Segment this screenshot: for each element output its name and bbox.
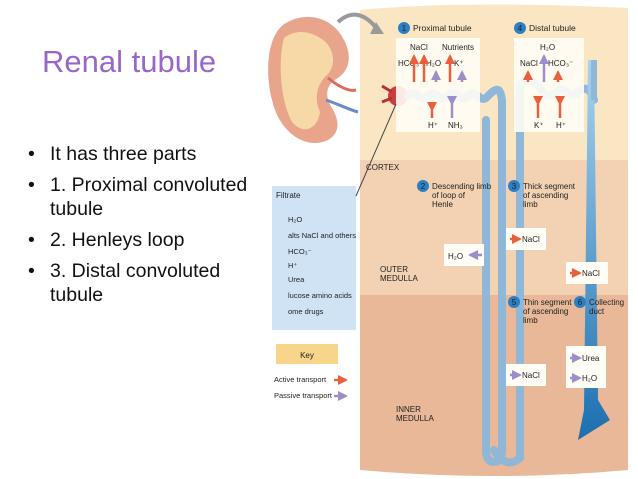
step-6-badge bbox=[574, 296, 586, 308]
svg-text:HCO₃⁻: HCO₃⁻ bbox=[288, 247, 312, 256]
cortex-label: CORTEX bbox=[366, 163, 400, 172]
collecting-duct bbox=[578, 60, 610, 440]
bullet-item: 2. Henleys loop bbox=[24, 228, 256, 252]
svg-text:Henle: Henle bbox=[432, 200, 453, 209]
svg-text:NH₃: NH₃ bbox=[448, 121, 463, 130]
bullet-item: 1. Proximal convoluted tubule bbox=[24, 173, 256, 221]
svg-text:H₂O: H₂O bbox=[448, 252, 463, 261]
svg-text:2: 2 bbox=[421, 182, 426, 191]
svg-text:MEDULLA: MEDULLA bbox=[396, 414, 434, 423]
step-4-badge bbox=[514, 22, 526, 34]
filtrate-box bbox=[272, 186, 356, 330]
svg-text:MEDULLA: MEDULLA bbox=[380, 274, 418, 283]
svg-text:Passive transport: Passive transport bbox=[274, 391, 333, 400]
svg-text:5: 5 bbox=[512, 298, 517, 307]
svg-text:H₂O: H₂O bbox=[426, 59, 441, 68]
svg-text:Thick segment: Thick segment bbox=[523, 182, 576, 191]
svg-text:INNER: INNER bbox=[396, 405, 421, 414]
thin-segment-box bbox=[506, 364, 546, 386]
svg-text:NaCl: NaCl bbox=[520, 59, 538, 68]
step-1-badge bbox=[398, 22, 410, 34]
bullet-item: 3. Distal convoluted tubule bbox=[24, 259, 256, 307]
step-3-badge bbox=[508, 180, 520, 192]
svg-text:Key: Key bbox=[300, 351, 314, 360]
svg-text:lucose amino acids: lucose amino acids bbox=[288, 291, 352, 300]
svg-text:limb: limb bbox=[523, 200, 538, 209]
bullet-list: It has three parts 1. Proximal convolute… bbox=[24, 142, 256, 314]
svg-text:H₂O: H₂O bbox=[582, 374, 597, 383]
svg-text:H⁺: H⁺ bbox=[556, 121, 566, 130]
svg-text:Urea: Urea bbox=[582, 354, 600, 363]
svg-text:duct: duct bbox=[589, 307, 605, 316]
svg-text:Nutrients: Nutrients bbox=[442, 43, 474, 52]
svg-text:3: 3 bbox=[512, 182, 517, 191]
svg-text:HCO₃⁻: HCO₃⁻ bbox=[398, 59, 423, 68]
svg-text:Filtrate: Filtrate bbox=[276, 191, 301, 200]
step-5-badge bbox=[508, 296, 520, 308]
svg-text:K⁺: K⁺ bbox=[454, 59, 464, 68]
svg-text:Proximal tubule: Proximal tubule bbox=[413, 23, 472, 33]
svg-text:Urea: Urea bbox=[288, 275, 305, 284]
svg-text:1: 1 bbox=[402, 24, 407, 33]
svg-text:of ascending: of ascending bbox=[523, 191, 568, 200]
svg-text:NaCl: NaCl bbox=[522, 371, 540, 380]
svg-text:Active transport: Active transport bbox=[274, 375, 327, 384]
bullet-item: It has three parts bbox=[24, 142, 256, 166]
svg-text:ome drugs: ome drugs bbox=[288, 307, 324, 316]
svg-text:H⁺: H⁺ bbox=[288, 261, 297, 270]
renal-tubule-diagram: 1 Proximal tubule NaCl Nutrients HCO₃⁻ H… bbox=[268, 4, 628, 476]
step-2-badge bbox=[417, 180, 429, 192]
svg-text:Collecting: Collecting bbox=[589, 298, 624, 307]
svg-text:H₂O: H₂O bbox=[288, 215, 302, 224]
svg-text:6: 6 bbox=[578, 298, 583, 307]
svg-text:K⁺: K⁺ bbox=[534, 121, 544, 130]
svg-text:Descending limb: Descending limb bbox=[432, 182, 492, 191]
svg-text:Distal tubule: Distal tubule bbox=[529, 23, 576, 33]
svg-text:NaCl: NaCl bbox=[410, 43, 428, 52]
descending-limb-box bbox=[444, 244, 484, 266]
proximal-tubule-box bbox=[396, 38, 480, 132]
svg-text:alts NaCl and others: alts NaCl and others bbox=[288, 231, 356, 240]
svg-text:limb: limb bbox=[523, 316, 538, 325]
key-box bbox=[276, 344, 338, 364]
svg-text:NaCl: NaCl bbox=[522, 235, 540, 244]
distal-tubule-box bbox=[514, 38, 584, 132]
svg-text:4: 4 bbox=[518, 24, 523, 33]
svg-text:H₂O: H₂O bbox=[540, 43, 555, 52]
thick-segment-box bbox=[506, 228, 546, 250]
svg-text:OUTER: OUTER bbox=[380, 265, 408, 274]
svg-text:of loop of: of loop of bbox=[432, 191, 466, 200]
inner-medulla-zone bbox=[360, 295, 628, 476]
collecting-duct-box-1 bbox=[566, 262, 608, 284]
svg-text:NaCl: NaCl bbox=[582, 269, 600, 278]
kidney-icon bbox=[268, 16, 359, 144]
svg-text:of ascending: of ascending bbox=[523, 307, 568, 316]
svg-text:Thin segment: Thin segment bbox=[523, 298, 572, 307]
slide-title: Renal tubule bbox=[42, 44, 217, 79]
svg-text:HCO₃⁻: HCO₃⁻ bbox=[548, 59, 573, 68]
svg-text:H⁺: H⁺ bbox=[428, 121, 438, 130]
